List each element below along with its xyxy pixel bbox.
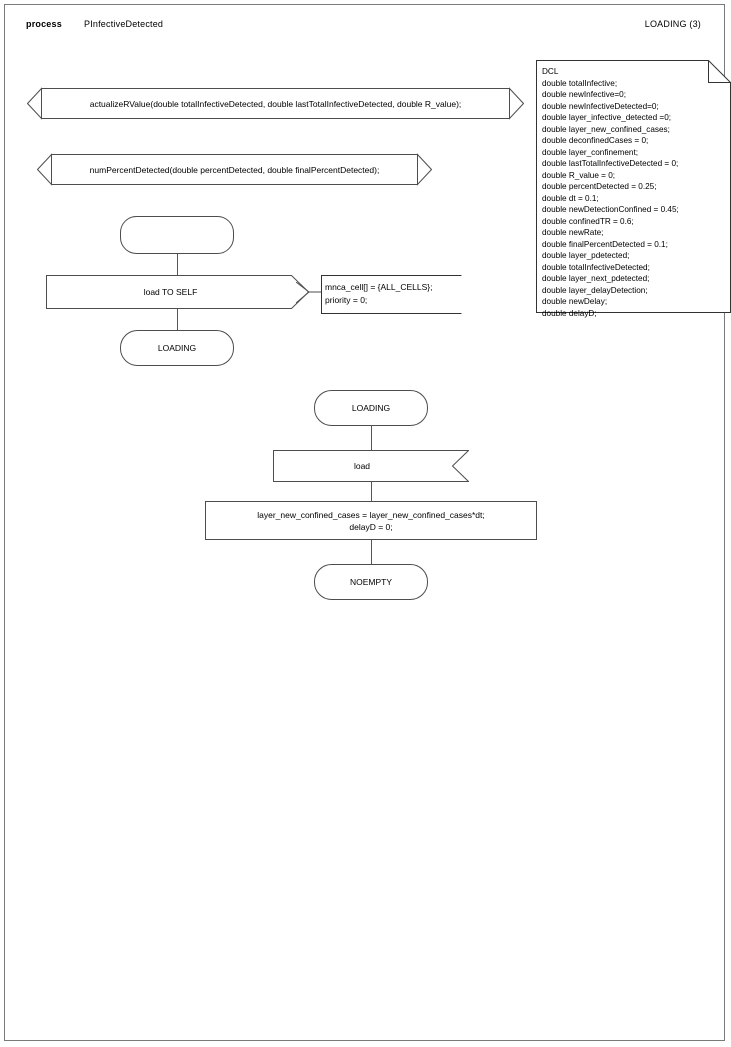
output-symbol-load-to-self[interactable]: load TO SELF xyxy=(46,275,309,309)
procedure-call-shape xyxy=(37,153,432,186)
state-symbol-shape xyxy=(314,564,428,600)
start-symbol-shape xyxy=(120,216,234,254)
state-symbol-loading-2[interactable]: LOADING xyxy=(314,390,428,426)
header-process-name: PInfectiveDetected xyxy=(84,19,164,29)
procedure-call-actualize-r-value[interactable]: actualizeRValue(double totalInfectiveDet… xyxy=(27,87,524,120)
state-symbol-shape xyxy=(120,330,234,366)
comment-box-shape xyxy=(321,275,462,314)
task-symbol-shape xyxy=(205,501,537,540)
header-page-label: LOADING (3) xyxy=(644,19,701,29)
task-symbol-confined-cases[interactable]: layer_new_confined_cases = layer_new_con… xyxy=(205,501,537,540)
output-symbol-shape xyxy=(46,275,309,309)
connector-start-to-output xyxy=(177,254,178,275)
connector-output-to-state xyxy=(177,309,178,330)
procedure-call-shape xyxy=(27,87,524,120)
state-symbol-shape xyxy=(314,390,428,426)
connector-input-to-task xyxy=(371,482,372,501)
procedure-call-num-percent-detected[interactable]: numPercentDetected(double percentDetecte… xyxy=(37,153,432,186)
start-symbol[interactable] xyxy=(120,216,234,254)
connector-task-to-state xyxy=(371,540,372,564)
declaration-note-text: DCL double totalInfective; double newInf… xyxy=(542,67,679,318)
input-symbol-load[interactable]: load xyxy=(273,450,469,482)
comment-box-text: mnca_cell[] = {ALL_CELLS}; priority = 0; xyxy=(325,282,433,305)
page-border xyxy=(4,4,725,1041)
connector-state2-to-input xyxy=(371,426,372,450)
state-symbol-loading-1[interactable]: LOADING xyxy=(120,330,234,366)
header-process-keyword: process xyxy=(26,19,62,29)
comment-box-mnca xyxy=(321,275,462,314)
input-symbol-shape xyxy=(273,450,469,482)
state-symbol-noempty[interactable]: NOEMPTY xyxy=(314,564,428,600)
